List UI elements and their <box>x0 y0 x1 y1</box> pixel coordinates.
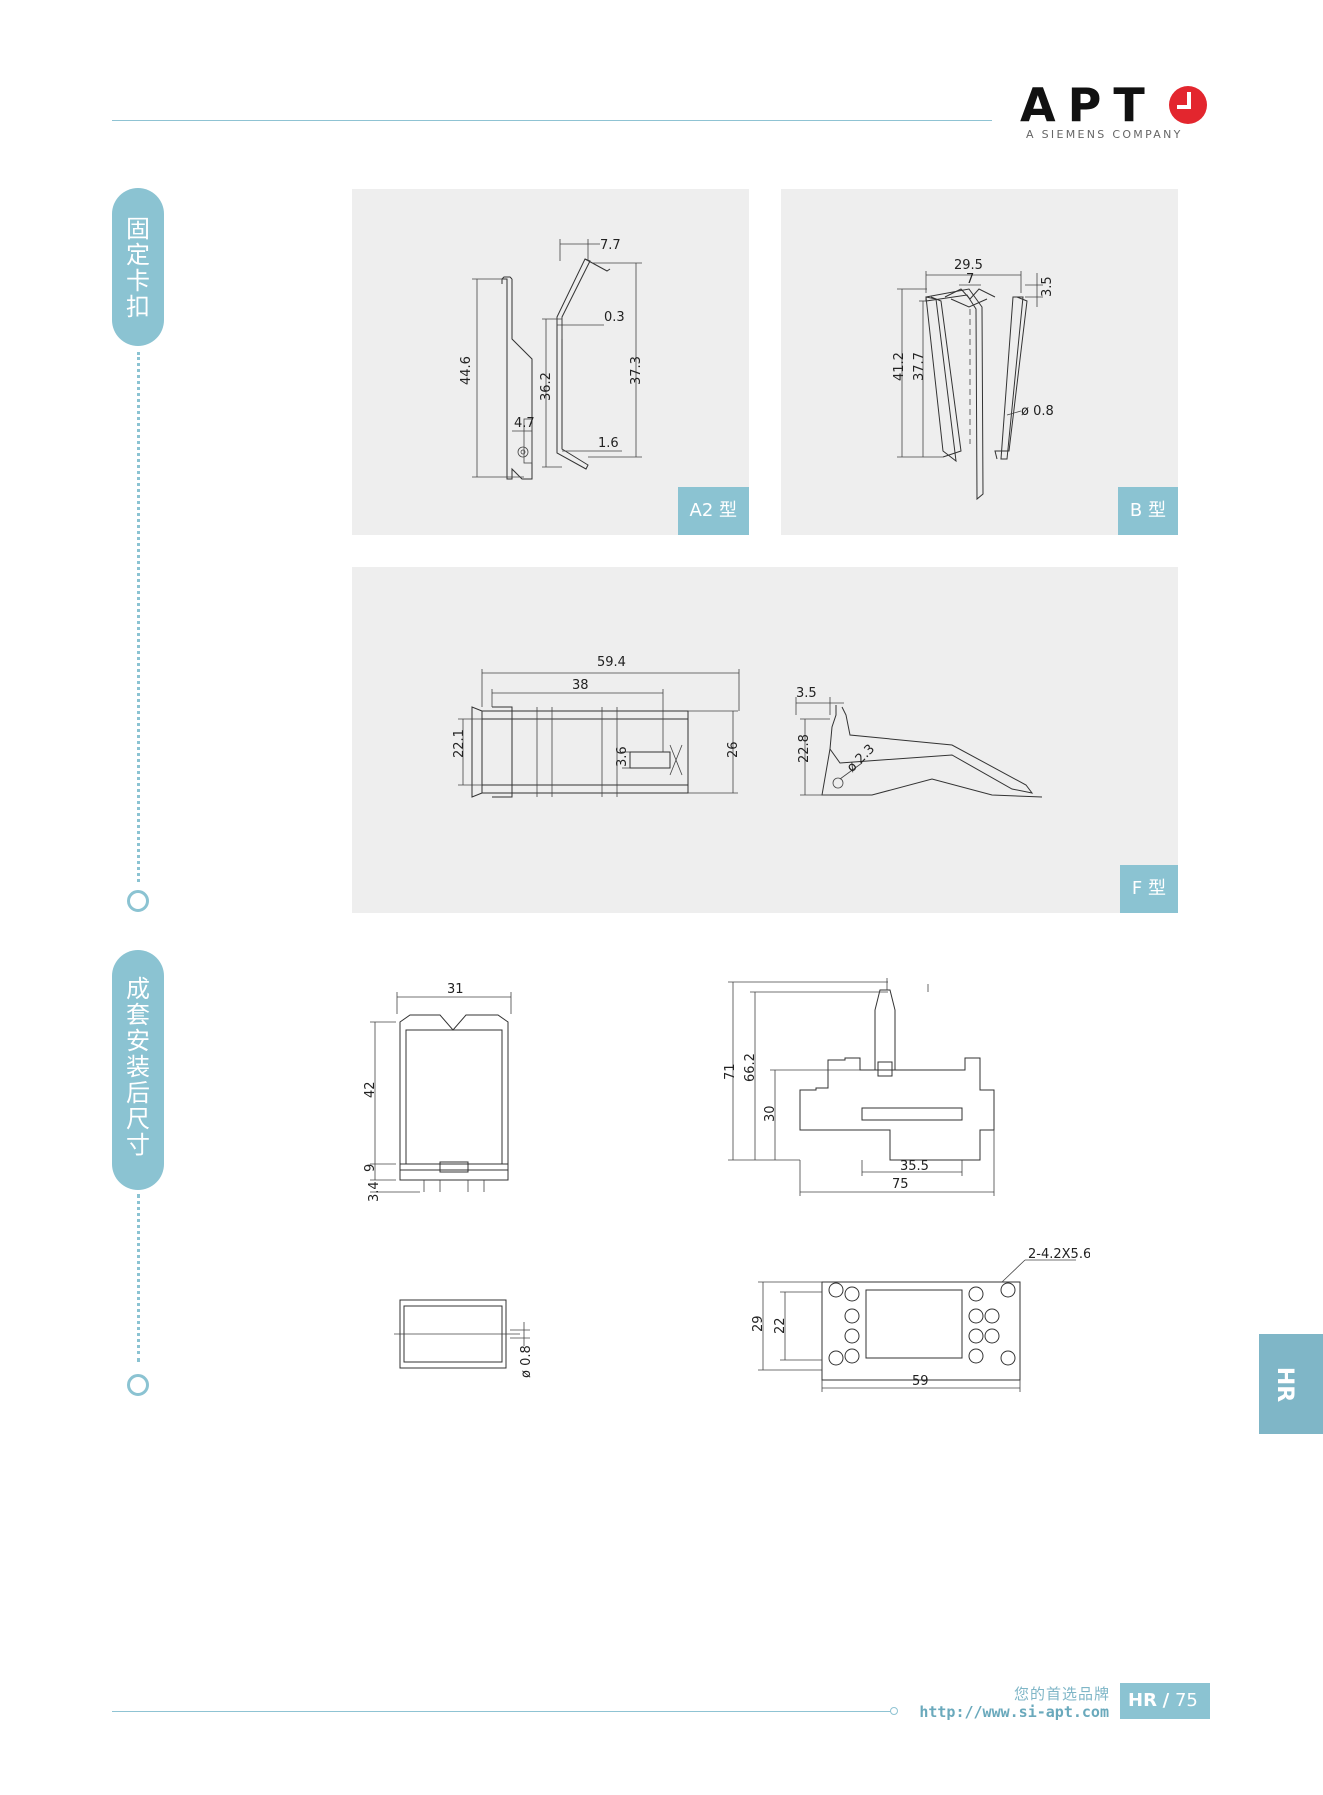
a2-dim-height: 44.6 <box>459 356 474 385</box>
b-clip-drawing: 29.5 7 3.5 41.2 37.7 ø 0.8 <box>892 258 1055 501</box>
chapter-tab-hr[interactable]: HR <box>1259 1334 1323 1434</box>
section-connector <box>137 352 140 882</box>
a2-dim-thickness: 0.3 <box>604 310 625 325</box>
footer-url[interactable]: http://www.si-apt.com <box>919 1703 1109 1721</box>
a2-dim-inner: 36.2 <box>539 372 554 401</box>
b-type-tag: B 型 <box>1117 487 1178 535</box>
f-type-tag: F 型 <box>1119 865 1178 913</box>
side-dim-length: 75 <box>892 1177 909 1192</box>
apt-logo: APT A SIEMENS COMPANY <box>1020 78 1210 148</box>
base-dim-inner-depth: 22 <box>773 1317 788 1334</box>
panel-f-clip: 59.4 38 22.1 3.6 26 3.5 22.8 ø 2.3 F 型 <box>352 567 1178 913</box>
f-dim-length: 59.4 <box>597 655 626 670</box>
side-dim-base-height: 30 <box>763 1105 778 1122</box>
front-dim-height: 42 <box>363 1081 378 1098</box>
section-tab-fixing-clip: 固 定 卡 扣 <box>112 188 164 346</box>
a2-clip-drawing: 44.6 4.7 7.7 0.3 36.2 37.3 1.6 <box>459 238 644 480</box>
base-dim-holes: 2-4.2X5.6 <box>1028 1247 1090 1262</box>
section-tab-assembled-dimensions: 成 套 安 装 后 尺 寸 <box>112 950 164 1190</box>
logo-power-icon <box>1169 86 1207 124</box>
chapter-tab-label: HR <box>1272 1366 1298 1403</box>
page-number: 75 <box>1174 1690 1198 1711</box>
assembly-front-view: 31 42 9 3.4 <box>363 982 512 1202</box>
front-dim-width: 31 <box>447 982 464 997</box>
footer-rule-end <box>890 1707 898 1715</box>
assembly-bottom-view: ø 0.8 <box>394 1299 534 1378</box>
f-dim-height: 22.8 <box>797 734 812 763</box>
section-connector-2 <box>137 1194 140 1362</box>
page-section: HR <box>1128 1690 1157 1711</box>
assembly-base-view: 2-4.2X5.6 29 22 59 <box>751 1247 1090 1392</box>
b-dim-width: 29.5 <box>954 258 983 273</box>
section-end-ring <box>127 890 149 912</box>
a2-dim-foot: 1.6 <box>598 436 619 451</box>
side-dim-clip-height: 66.2 <box>743 1053 758 1082</box>
a2-dim-top: 7.7 <box>600 238 621 253</box>
f-clip-drawing: 59.4 38 22.1 3.6 26 3.5 22.8 ø 2.3 <box>452 655 1043 798</box>
panel-b-clip: 29.5 7 3.5 41.2 37.7 ø 0.8 B 型 <box>781 189 1178 535</box>
b-dim-outer-height: 41.2 <box>892 352 907 381</box>
a2-type-tag: A2 型 <box>677 487 749 535</box>
side-dim-rail: 35.5 <box>900 1159 929 1174</box>
bottom-dim-wire: ø 0.8 <box>519 1345 534 1378</box>
logo-subtitle: A SIEMENS COMPANY <box>1026 128 1183 141</box>
panel-a2-clip: 44.6 4.7 7.7 0.3 36.2 37.3 1.6 A2 型 <box>352 189 749 535</box>
f-dim-inner-width: 22.1 <box>452 729 467 758</box>
f-dim-width: 26 <box>726 741 741 758</box>
a2-dim-outer: 37.3 <box>629 356 644 385</box>
page-number-badge: HR / 75 <box>1120 1683 1210 1719</box>
base-dim-depth: 29 <box>751 1315 766 1332</box>
b-dim-gap: 3.5 <box>1040 276 1055 297</box>
f-dim-hole: ø 2.3 <box>844 742 878 776</box>
f-dim-slot: 3.6 <box>615 746 630 767</box>
front-dim-pins: 3.4 <box>367 1181 382 1202</box>
section-end-ring-2 <box>127 1374 149 1396</box>
footer-slogan: 您的首选品牌 <box>1013 1685 1110 1703</box>
b-dim-inner-height: 37.7 <box>912 352 927 381</box>
logo-wordmark: APT <box>1020 78 1157 132</box>
side-dim-total-height: 71 <box>723 1063 738 1080</box>
b-dim-center: 7 <box>966 272 974 287</box>
assembly-side-view: 71 66.2 30 35.5 75 <box>723 978 995 1196</box>
f-dim-inner-length: 38 <box>572 678 589 693</box>
b-dim-wire: ø 0.8 <box>1021 404 1054 419</box>
page-separator: / <box>1162 1690 1170 1711</box>
header-rule <box>112 120 992 121</box>
base-dim-width: 59 <box>912 1374 929 1389</box>
footer-rule <box>112 1711 892 1712</box>
a2-dim-width: 4.7 <box>514 416 535 431</box>
front-dim-base: 9 <box>363 1164 378 1172</box>
f-dim-hook: 3.5 <box>796 686 817 701</box>
